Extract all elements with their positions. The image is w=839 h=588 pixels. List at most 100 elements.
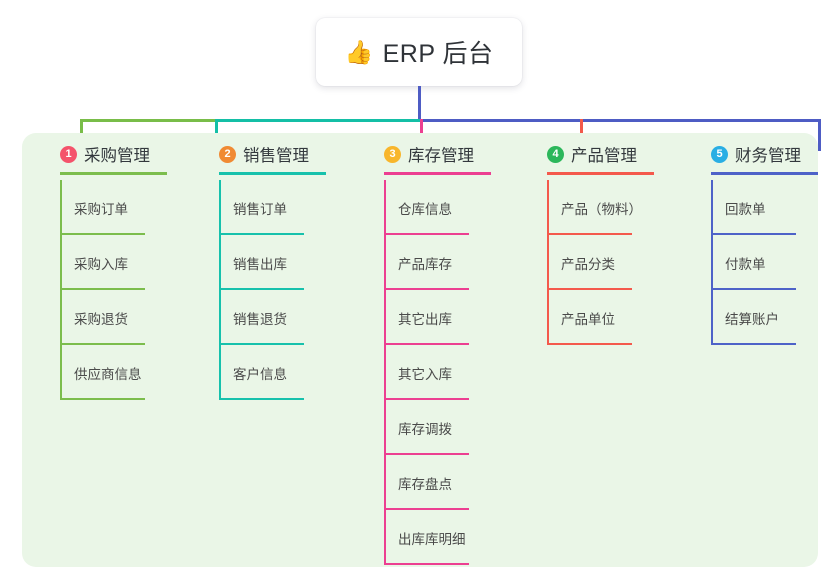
leaf-label: 采购入库 — [74, 257, 128, 272]
leaf-underline — [219, 398, 304, 400]
leaf-underline — [60, 343, 145, 345]
leaf-label: 库存盘点 — [398, 477, 452, 492]
leaf-spine-2 — [219, 180, 221, 400]
column-header-5[interactable]: 5 财务管理 — [692, 133, 839, 175]
leaf-list-1: 采购订单采购入库采购退货供应商信息 — [41, 180, 201, 400]
column-5: 5 财务管理回款单付款单结算账户 — [692, 133, 839, 345]
leaf-list-2: 销售订单销售出库销售退货客户信息 — [200, 180, 360, 400]
leaf-item[interactable]: 销售出库 — [200, 235, 360, 290]
leaf-underline — [384, 453, 469, 455]
leaf-item[interactable]: 产品分类 — [528, 235, 688, 290]
column-4: 4 产品管理产品（物料） 产品分类产品单位 — [528, 133, 688, 345]
leaf-underline — [219, 343, 304, 345]
leaf-item[interactable]: 库存调拨 — [365, 400, 525, 455]
leaf-item[interactable]: 结算账户 — [692, 290, 839, 345]
leaf-underline — [547, 288, 632, 290]
root-title-text: ERP 后台 — [382, 40, 494, 68]
column-underline-2 — [219, 172, 326, 175]
leaf-underline — [60, 398, 145, 400]
leaf-item[interactable]: 销售订单 — [200, 180, 360, 235]
leaf-label: 采购订单 — [74, 202, 128, 217]
leaf-item[interactable]: 客户信息 — [200, 345, 360, 400]
leaf-underline — [711, 343, 796, 345]
column-header-1[interactable]: 1 采购管理 — [41, 133, 201, 175]
leaf-label: 产品（物料） — [561, 202, 642, 217]
column-header-3[interactable]: 3 库存管理 — [365, 133, 525, 175]
leaf-item[interactable]: 产品库存 — [365, 235, 525, 290]
leaf-list-4: 产品（物料） 产品分类产品单位 — [528, 180, 688, 345]
leaf-item[interactable]: 回款单 — [692, 180, 839, 235]
leaf-label: 结算账户 — [725, 312, 779, 327]
leaf-underline — [711, 233, 796, 235]
leaf-label: 付款单 — [725, 257, 766, 272]
drop-finance — [818, 119, 821, 151]
root-title: 👍 ERP 后台 — [344, 34, 493, 70]
column-title-4: 产品管理 — [571, 147, 637, 165]
column-title-3: 库存管理 — [408, 147, 474, 165]
column-badge-3: 3 — [384, 145, 401, 163]
leaf-item[interactable]: 产品单位 — [528, 290, 688, 345]
leaf-underline — [547, 233, 632, 235]
leaf-underline — [219, 233, 304, 235]
leaf-item[interactable]: 采购退货 — [41, 290, 201, 345]
leaf-label: 库存调拨 — [398, 422, 452, 437]
segment-teal — [215, 119, 420, 122]
column-underline-1 — [60, 172, 167, 175]
leaf-label: 其它出库 — [398, 312, 452, 327]
leaf-item[interactable]: 其它出库 — [365, 290, 525, 345]
column-underline-3 — [384, 172, 491, 175]
leaf-underline — [384, 343, 469, 345]
trunk-line — [418, 86, 421, 122]
leaf-underline — [711, 288, 796, 290]
leaf-item[interactable]: 销售退货 — [200, 290, 360, 345]
column-underline-4 — [547, 172, 654, 175]
leaf-spine-5 — [711, 180, 713, 345]
column-1: 1 采购管理采购订单采购入库采购退货供应商信息 — [41, 133, 201, 400]
leaf-spine-3 — [384, 180, 386, 565]
leaf-item[interactable]: 仓库信息 — [365, 180, 525, 235]
leaf-item[interactable]: 出库库明细 — [365, 510, 525, 565]
leaf-list-5: 回款单付款单结算账户 — [692, 180, 839, 345]
column-header-4[interactable]: 4 产品管理 — [528, 133, 688, 175]
column-badge-5: 5 — [711, 145, 728, 163]
leaf-label: 销售退货 — [233, 312, 287, 327]
root-node-card[interactable]: 👍 ERP 后台 — [316, 18, 522, 86]
leaf-label: 采购退货 — [74, 312, 128, 327]
leaf-item[interactable]: 供应商信息 — [41, 345, 201, 400]
column-title-5: 财务管理 — [735, 147, 801, 165]
leaf-item[interactable]: 采购订单 — [41, 180, 201, 235]
thumbs-up-icon: 👍 — [344, 38, 374, 65]
leaf-label: 销售订单 — [233, 202, 287, 217]
leaf-list-3: 仓库信息产品库存其它出库其它入库库存调拨库存盘点出库库明细 — [365, 180, 525, 565]
leaf-item[interactable]: 库存盘点 — [365, 455, 525, 510]
leaf-label: 回款单 — [725, 202, 766, 217]
leaf-label: 客户信息 — [233, 367, 287, 382]
leaf-underline — [384, 563, 469, 565]
leaf-label: 产品分类 — [561, 257, 615, 272]
column-title-2: 销售管理 — [243, 147, 309, 165]
leaf-label: 仓库信息 — [398, 202, 452, 217]
segment-blue — [420, 119, 819, 122]
leaf-item[interactable]: 其它入库 — [365, 345, 525, 400]
column-3: 3 库存管理仓库信息产品库存其它出库其它入库库存调拨库存盘点出库库明细 — [365, 133, 525, 565]
leaf-item[interactable]: 采购入库 — [41, 235, 201, 290]
column-title-1: 采购管理 — [84, 147, 150, 165]
leaf-underline — [384, 288, 469, 290]
leaf-underline — [60, 288, 145, 290]
leaf-label: 供应商信息 — [74, 367, 142, 382]
leaf-item[interactable]: 产品（物料） — [528, 180, 688, 235]
leaf-label: 产品库存 — [398, 257, 452, 272]
leaf-item[interactable]: 付款单 — [692, 235, 839, 290]
column-badge-4: 4 — [547, 145, 564, 163]
column-badge-1: 1 — [60, 145, 77, 163]
leaf-spine-4 — [547, 180, 549, 345]
leaf-label: 其它入库 — [398, 367, 452, 382]
leaf-underline — [384, 233, 469, 235]
leaf-underline — [384, 508, 469, 510]
leaf-underline — [60, 233, 145, 235]
segment-green — [80, 119, 215, 122]
leaf-label: 产品单位 — [561, 312, 615, 327]
leaf-underline — [219, 288, 304, 290]
